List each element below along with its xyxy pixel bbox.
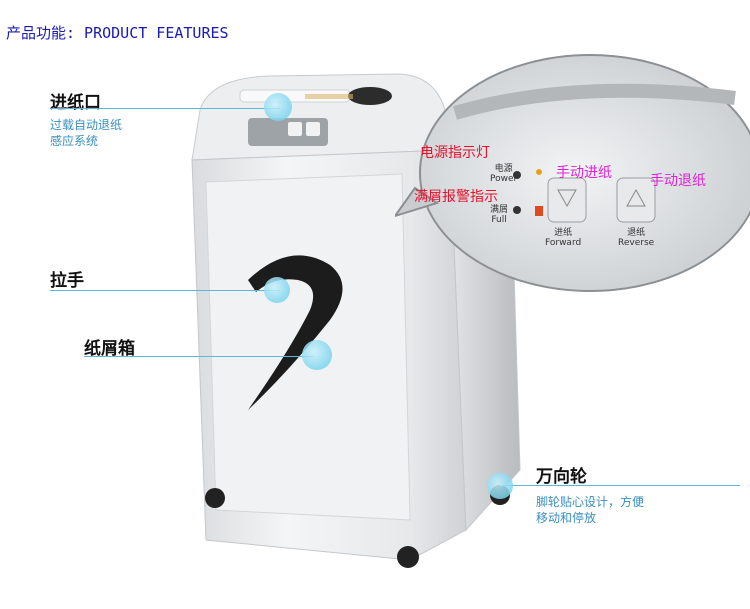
power-cn-text: 电源	[494, 164, 513, 174]
feature-paper-inlet-title: 进纸口	[50, 93, 101, 113]
reverse-cn-text: 退纸	[627, 228, 646, 238]
feature-casters-title: 万向轮	[536, 467, 587, 487]
feature-handle-title: 拉手	[50, 271, 84, 291]
paper-inlet-desc-1: 过载自动退纸	[50, 118, 123, 132]
paper-inlet-marker	[264, 93, 292, 121]
full-alarm-callout: 满屑报警指示	[414, 189, 498, 205]
power-en-text: Power	[490, 174, 518, 184]
casters-desc-2: 移动和停放	[536, 511, 597, 525]
reverse-en-text: Reverse	[618, 238, 655, 248]
full-cn-text: 满屑	[490, 205, 509, 215]
bin-marker	[302, 340, 332, 370]
forward-cn-text: 进纸	[554, 228, 573, 238]
manual-forward-callout: 手动进纸	[556, 165, 612, 181]
feature-bin-title: 纸屑箱	[84, 339, 135, 359]
power-indicator-callout: 电源指示灯	[420, 145, 490, 161]
paper-inlet-desc-2: 感应系统	[50, 134, 99, 148]
manual-reverse-callout: 手动退纸	[650, 173, 706, 189]
full-en-text: Full	[491, 215, 507, 225]
page-title: 产品功能: PRODUCT FEATURES	[6, 24, 229, 42]
casters-desc-1: 脚轮贴心设计，方便	[536, 495, 645, 509]
forward-en-text: Forward	[545, 238, 582, 248]
control-panel-zoom	[395, 54, 750, 292]
handle-marker	[264, 277, 290, 303]
casters-marker	[487, 473, 513, 499]
